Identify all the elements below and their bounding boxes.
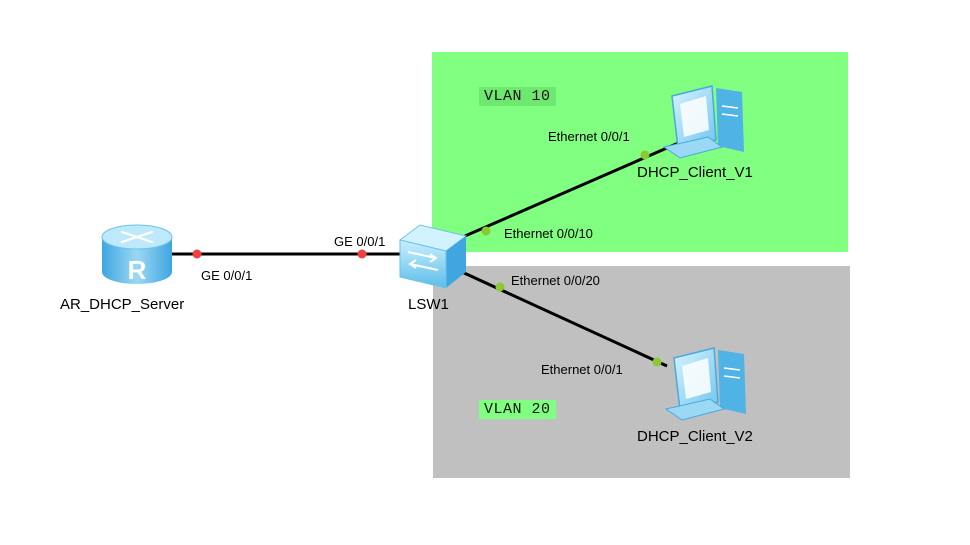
switch-ge-port-label: GE 0/0/1 [334, 234, 386, 249]
router-glyph: R [128, 255, 147, 285]
port-dot-client1 [640, 150, 650, 160]
link-switch-client1[interactable] [464, 139, 684, 238]
vlan20-label: VLAN 20 [479, 400, 556, 419]
vlan20-zone [433, 266, 850, 478]
port-dot-switch-e20 [495, 282, 505, 292]
switch-e10-port-label: Ethernet 0/0/10 [504, 226, 593, 241]
router-name: AR_DHCP_Server [60, 296, 185, 313]
vlan10-label: VLAN 10 [479, 87, 556, 106]
client2-port-label: Ethernet 0/0/1 [541, 362, 623, 377]
port-dot-router [192, 249, 202, 259]
port-dot-switch-ge [357, 249, 367, 259]
client1-port-label: Ethernet 0/0/1 [548, 129, 630, 144]
pc-icon[interactable] [662, 85, 744, 159]
port-dot-client2 [652, 357, 662, 367]
client1-name: DHCP_Client_V1 [637, 164, 753, 181]
port-dot-switch-e10 [481, 226, 491, 236]
switch-e20-port-label: Ethernet 0/0/20 [511, 273, 600, 288]
switch-icon[interactable] [398, 224, 468, 289]
switch-name: LSW1 [408, 296, 449, 313]
router-port-label: GE 0/0/1 [201, 268, 253, 283]
pc-icon[interactable] [664, 347, 746, 421]
client2-name: DHCP_Client_V2 [637, 428, 753, 445]
router-icon[interactable]: R [101, 224, 173, 285]
